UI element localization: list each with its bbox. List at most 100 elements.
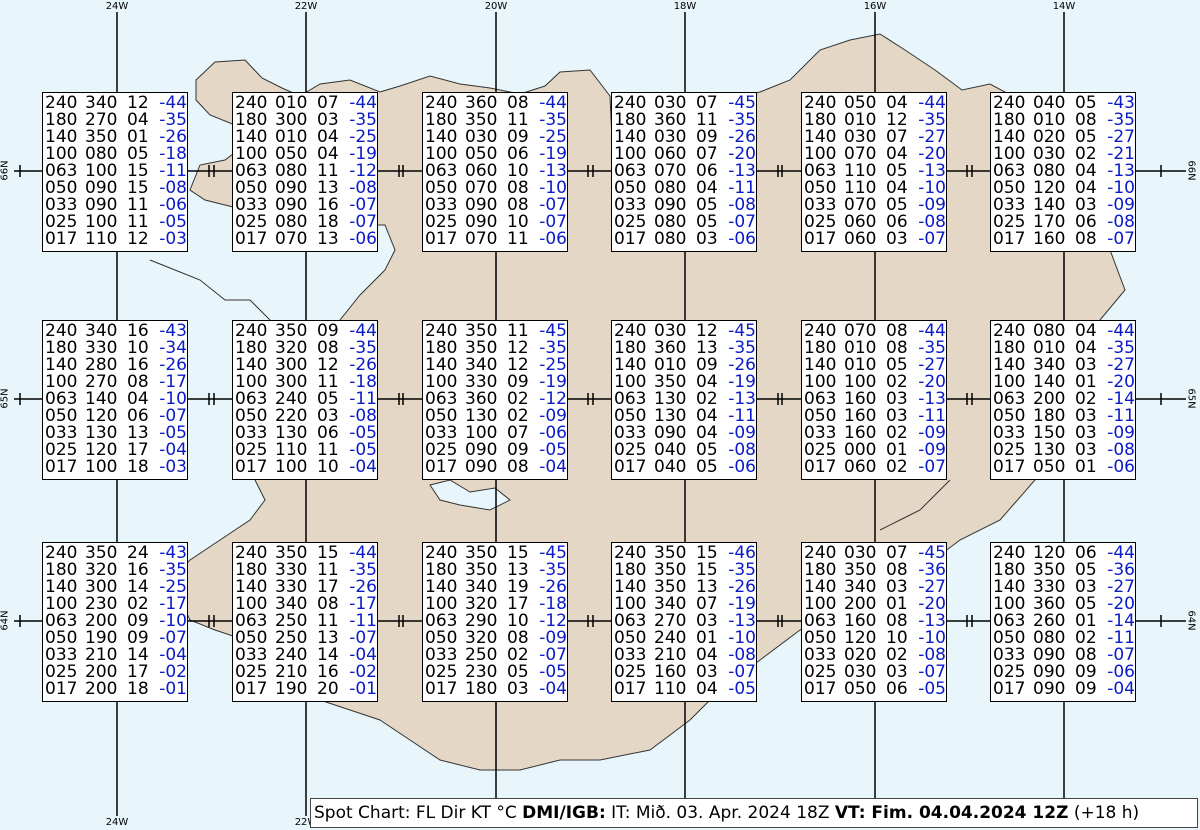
wind-speed: 05 xyxy=(1075,127,1097,147)
temperature: -27 xyxy=(918,127,946,147)
wind-speed: 05 xyxy=(886,161,908,181)
wind-direction: 140 xyxy=(1033,195,1066,215)
flight-level: 050 xyxy=(804,178,837,198)
temperature: -44 xyxy=(1107,321,1135,341)
flight-level: 100 xyxy=(804,144,837,164)
wind-speed: 02 xyxy=(696,389,718,409)
flight-level: 050 xyxy=(614,406,647,426)
wind-direction: 100 xyxy=(465,423,498,443)
temperature: -11 xyxy=(349,611,377,631)
wind-direction: 010 xyxy=(844,110,877,130)
wind-speed: 02 xyxy=(127,594,149,614)
flight-level: 240 xyxy=(804,321,837,341)
flight-level: 180 xyxy=(425,110,458,130)
flight-level: 050 xyxy=(993,628,1026,648)
wind-speed: 08 xyxy=(1075,110,1097,130)
temperature: -35 xyxy=(159,560,187,580)
wind-direction: 030 xyxy=(465,127,498,147)
temperature: -09 xyxy=(728,423,756,443)
longitude-label-bottom: 22W xyxy=(294,817,318,828)
wind-speed: 24 xyxy=(127,543,149,563)
wind-speed: 08 xyxy=(507,93,529,113)
temperature: -06 xyxy=(728,229,756,249)
wind-direction: 100 xyxy=(85,212,118,232)
wind-speed: 02 xyxy=(886,457,908,477)
wind-direction: 160 xyxy=(844,406,877,426)
wind-speed: 02 xyxy=(507,389,529,409)
wind-direction: 340 xyxy=(1033,355,1066,375)
wind-speed: 09 xyxy=(1075,679,1097,699)
wind-speed: 13 xyxy=(317,178,339,198)
flight-level: 033 xyxy=(45,423,78,443)
temperature: -26 xyxy=(349,577,377,597)
temperature: -08 xyxy=(918,645,946,665)
wind-speed: 03 xyxy=(886,577,908,597)
temperature: -20 xyxy=(918,372,946,392)
temperature: -11 xyxy=(1107,406,1135,426)
wind-speed: 16 xyxy=(127,355,149,375)
flight-level: 240 xyxy=(425,93,458,113)
temperature: -06 xyxy=(728,457,756,477)
wind-direction: 030 xyxy=(654,127,687,147)
wind-direction: 130 xyxy=(85,423,118,443)
wind-speed: 08 xyxy=(886,611,908,631)
temperature: -35 xyxy=(728,338,756,358)
temperature: -26 xyxy=(728,127,756,147)
temperature: -11 xyxy=(1107,628,1135,648)
wind-speed: 02 xyxy=(1075,389,1097,409)
wind-direction: 110 xyxy=(844,161,877,181)
temperature: -10 xyxy=(918,628,946,648)
flight-level: 180 xyxy=(804,560,837,580)
wind-direction: 110 xyxy=(654,679,687,699)
temperature: -35 xyxy=(349,110,377,130)
temperature: -06 xyxy=(1107,457,1135,477)
wind-speed: 04 xyxy=(696,406,718,426)
flight-level: 050 xyxy=(614,628,647,648)
temperature: -35 xyxy=(539,110,567,130)
wind-direction: 030 xyxy=(844,127,877,147)
wind-speed: 03 xyxy=(886,229,908,249)
wind-speed: 17 xyxy=(127,440,149,460)
wind-speed: 03 xyxy=(317,110,339,130)
flight-level: 025 xyxy=(804,662,837,682)
flight-level: 025 xyxy=(804,440,837,460)
wind-direction: 090 xyxy=(465,440,498,460)
temperature: -03 xyxy=(159,457,187,477)
flight-level: 180 xyxy=(45,338,78,358)
wind-speed: 04 xyxy=(696,372,718,392)
wind-speed: 05 xyxy=(317,389,339,409)
flight-level: 100 xyxy=(235,144,268,164)
footer-valid-time: VT: Fim. 04.04.2024 12Z xyxy=(834,803,1069,823)
temperature: -04 xyxy=(159,440,187,460)
flight-level: 140 xyxy=(235,127,268,147)
flight-level: 140 xyxy=(993,127,1026,147)
flight-level: 063 xyxy=(235,611,268,631)
temperature: -13 xyxy=(918,611,946,631)
wind-speed: 11 xyxy=(507,229,529,249)
temperature: -06 xyxy=(159,195,187,215)
temperature: -11 xyxy=(159,161,187,181)
